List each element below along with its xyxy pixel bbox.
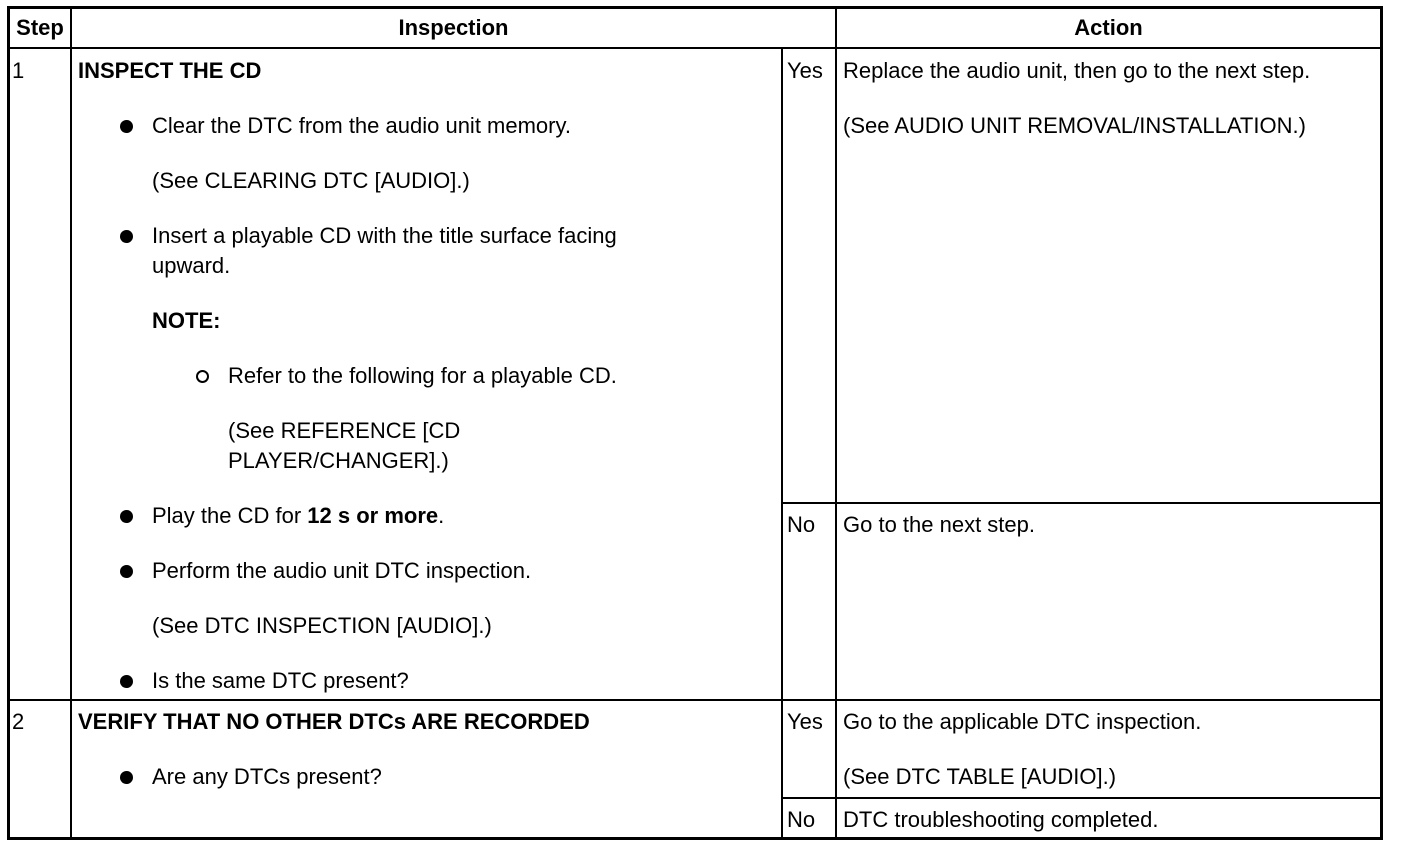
row2-no-label: No bbox=[787, 807, 816, 832]
header-action: Action bbox=[1074, 15, 1143, 40]
row1-perform-inspection-ref: (See DTC INSPECTION [AUDIO].) bbox=[152, 613, 492, 638]
row1-yes-no-divider bbox=[781, 502, 1383, 504]
row1-step: 1 bbox=[12, 58, 25, 83]
row2-title: VERIFY THAT NO OTHER DTCs ARE RECORDED bbox=[78, 709, 590, 734]
row1-clear-dtc: Clear the DTC from the audio unit memory… bbox=[152, 113, 571, 138]
header-step: Step bbox=[16, 15, 64, 40]
row1-note-label: NOTE: bbox=[152, 308, 221, 333]
row-divider bbox=[7, 699, 1383, 701]
bullet-icon bbox=[120, 771, 133, 784]
bullet-icon bbox=[120, 120, 133, 133]
circle-bullet-icon bbox=[196, 370, 209, 383]
row1-insert-cd-line2: upward. bbox=[152, 253, 231, 278]
row1-no-action: Go to the next step. bbox=[843, 512, 1036, 537]
row1-yes-action: Replace the audio unit, then go to the n… bbox=[843, 58, 1311, 83]
step-column-divider bbox=[70, 6, 72, 840]
action-column-divider bbox=[835, 6, 837, 840]
row2-no-action: DTC troubleshooting completed. bbox=[843, 807, 1159, 832]
row2-yes-action: Go to the applicable DTC inspection. bbox=[843, 709, 1202, 734]
row1-note-ref-line1: (See REFERENCE [CD bbox=[228, 418, 461, 443]
table-border-bottom bbox=[7, 837, 1383, 840]
row1-note-item: Refer to the following for a playable CD… bbox=[228, 363, 617, 388]
bullet-icon bbox=[120, 230, 133, 243]
row1-perform-inspection: Perform the audio unit DTC inspection. bbox=[152, 558, 532, 583]
bullet-icon bbox=[120, 565, 133, 578]
row1-play-cd: Play the CD for 12 s or more. bbox=[152, 501, 444, 531]
header-inspection: Inspection bbox=[398, 15, 509, 40]
row1-yes-action-ref: (See AUDIO UNIT REMOVAL/INSTALLATION.) bbox=[843, 113, 1306, 138]
row1-play-cd-duration: 12 s or more bbox=[307, 503, 439, 528]
table-border-top bbox=[7, 6, 1383, 9]
row1-clear-dtc-ref: (See CLEARING DTC [AUDIO].) bbox=[152, 168, 470, 193]
table-border-left bbox=[7, 6, 10, 840]
row2-yes-label: Yes bbox=[787, 709, 823, 734]
row1-insert-cd-line1: Insert a playable CD with the title surf… bbox=[152, 223, 617, 248]
row1-question: Is the same DTC present? bbox=[152, 668, 409, 693]
header-divider bbox=[7, 47, 1383, 49]
bullet-icon bbox=[120, 510, 133, 523]
yesno-column-divider bbox=[781, 47, 783, 840]
table-border-right bbox=[1380, 6, 1383, 840]
row1-no-label: No bbox=[787, 512, 816, 537]
bullet-icon bbox=[120, 675, 133, 688]
row1-play-cd-prefix: Play the CD for bbox=[152, 503, 308, 528]
row2-yes-no-divider bbox=[781, 797, 1383, 799]
row2-question: Are any DTCs present? bbox=[152, 764, 382, 789]
row1-title: INSPECT THE CD bbox=[78, 58, 262, 83]
row2-step: 2 bbox=[12, 709, 25, 734]
row1-note-ref-line2: PLAYER/CHANGER].) bbox=[228, 448, 449, 473]
row2-yes-action-ref: (See DTC TABLE [AUDIO].) bbox=[843, 764, 1117, 789]
row1-yes-label: Yes bbox=[787, 58, 823, 83]
row1-play-cd-suffix: . bbox=[438, 503, 445, 528]
